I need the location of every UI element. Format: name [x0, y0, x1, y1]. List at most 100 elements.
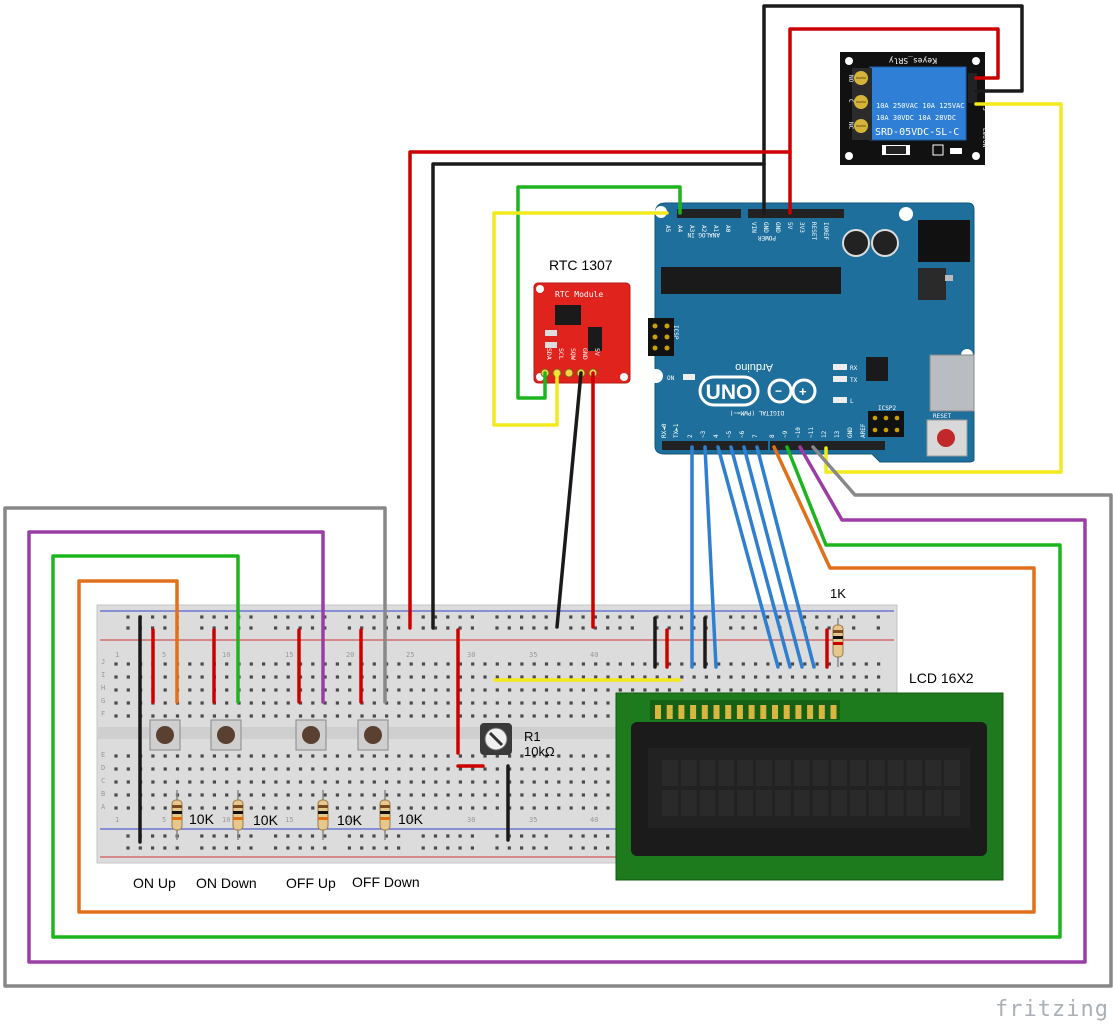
- breadboard-hole: [397, 780, 401, 784]
- svg-text:NO: NO: [847, 75, 854, 83]
- breadboard-hole: [138, 846, 142, 850]
- breadboard-hole: [372, 615, 376, 619]
- breadboard-hole: [175, 846, 179, 850]
- lcd-cell: [680, 760, 697, 786]
- svg-text:3V3: 3V3: [798, 222, 805, 233]
- breadboard-hole: [409, 754, 413, 758]
- breadboard-hole: [286, 626, 290, 630]
- breadboard-hole: [606, 714, 610, 718]
- svg-text:ICSP: ICSP: [672, 325, 679, 340]
- svg-text:−: −: [775, 384, 782, 398]
- breadboard-hole: [446, 675, 450, 679]
- breadboard-hole: [151, 754, 155, 758]
- breadboard-hole: [790, 675, 795, 679]
- breadboard-hole: [557, 701, 561, 705]
- breadboard-hole: [385, 767, 389, 771]
- breadboard-hole: [741, 688, 745, 692]
- breadboard-hole: [360, 780, 364, 784]
- breadboard-hole: [458, 714, 462, 718]
- breadboard-hole: [495, 780, 499, 784]
- breadboard-hole: [507, 626, 511, 630]
- svg-text:VIN: VIN: [750, 222, 757, 233]
- breadboard-hole: [409, 780, 413, 784]
- lcd-pins: [655, 705, 837, 719]
- breadboard-hole: [471, 767, 475, 771]
- breadboard-hole: [618, 662, 622, 666]
- breadboard-hole: [446, 793, 450, 797]
- breadboard-hole: [557, 754, 561, 758]
- breadboard-hole: [581, 806, 585, 810]
- breadboard-hole: [372, 846, 376, 850]
- breadboard-hole: [360, 846, 364, 850]
- svg-text:35: 35: [529, 651, 537, 659]
- breadboard-hole: [606, 806, 610, 810]
- lcd-cell: [793, 760, 810, 786]
- breadboard-hole: [569, 780, 573, 784]
- breadboard-hole: [225, 767, 229, 771]
- breadboard-hole: [433, 615, 438, 619]
- breadboard-hole: [212, 754, 216, 758]
- breadboard-hole: [126, 806, 130, 810]
- breadboard-hole: [569, 615, 573, 619]
- breadboard-hole: [520, 701, 524, 705]
- svg-text:GND: GND: [774, 222, 781, 233]
- breadboard-hole: [151, 767, 155, 771]
- svg-text:D: D: [101, 764, 105, 772]
- breadboard-hole: [348, 701, 352, 705]
- breadboard-hole: [372, 793, 376, 797]
- breadboard-hole: [827, 675, 831, 679]
- breadboard-hole: [200, 780, 204, 784]
- breadboard-hole: [421, 701, 426, 705]
- breadboard-hole: [544, 793, 549, 797]
- breadboard-hole: [532, 834, 536, 838]
- breadboard-hole: [163, 675, 167, 679]
- breadboard-hole: [569, 688, 573, 692]
- breadboard-hole: [544, 662, 549, 666]
- breadboard-hole: [225, 662, 229, 666]
- wire-relay-gnd: [762, 4, 1024, 215]
- breadboard-hole: [225, 780, 229, 784]
- breadboard-hole: [225, 675, 229, 679]
- svg-text:5V: 5V: [786, 222, 793, 230]
- breadboard-hole: [298, 834, 302, 838]
- breadboard-hole: [446, 688, 450, 692]
- breadboard-hole: [520, 780, 524, 784]
- breadboard-hole: [618, 688, 622, 692]
- breadboard-hole: [434, 767, 438, 771]
- svg-text:B: B: [101, 790, 105, 798]
- breadboard-hole: [446, 754, 450, 758]
- wire-rtc-gnd: [555, 371, 583, 629]
- svg-text:~9: ~9: [782, 430, 789, 438]
- breadboard-hole: [323, 615, 327, 619]
- breadboard-hole: [471, 793, 475, 797]
- breadboard-hole: [790, 662, 795, 666]
- breadboard-hole: [163, 754, 167, 758]
- breadboard-hole: [631, 662, 635, 666]
- breadboard-hole: [667, 626, 671, 630]
- breadboard-hole: [495, 688, 499, 692]
- breadboard-hole: [274, 754, 278, 758]
- breadboard-hole: [458, 675, 462, 679]
- breadboard-hole: [310, 626, 315, 630]
- breadboard-hole: [544, 754, 549, 758]
- breadboard-hole: [311, 754, 315, 758]
- svg-text:5: 5: [162, 651, 166, 659]
- breadboard-hole: [655, 626, 659, 630]
- breadboard-hole: [864, 675, 868, 679]
- breadboard-hole: [348, 662, 352, 666]
- svg-text:~5: ~5: [726, 430, 733, 438]
- relay-rating-2: 10A 30VDC 10A 28VDC: [876, 114, 956, 122]
- breadboard-hole: [630, 615, 634, 619]
- column-numbers: 1 5 10 15 20 25 30 35 40 1 5 10 15 20 25…: [115, 651, 598, 824]
- breadboard-hole: [581, 615, 585, 619]
- breadboard-hole: [310, 846, 315, 850]
- breadboard-hole: [335, 780, 339, 784]
- breadboard-hole: [348, 793, 352, 797]
- breadboard-hole: [126, 834, 130, 838]
- breadboard-hole: [606, 626, 610, 630]
- breadboard-hole: [397, 846, 401, 850]
- breadboard-hole: [446, 626, 450, 630]
- svg-text:~3: ~3: [700, 430, 707, 438]
- breadboard-hole: [311, 806, 315, 810]
- breadboard-hole: [717, 675, 721, 679]
